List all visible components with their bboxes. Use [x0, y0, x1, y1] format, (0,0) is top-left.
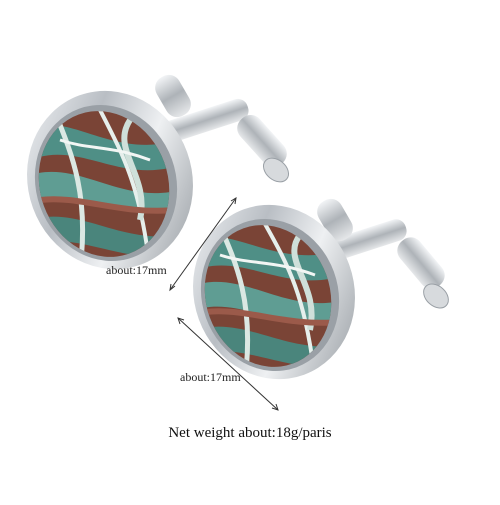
cufflink-right — [193, 198, 449, 381]
dimension-arrow-width — [169, 197, 237, 292]
weight-caption: Net weight about:18g/paris — [168, 425, 332, 441]
width-label: about:17mm — [106, 263, 167, 277]
cufflink-left-toggle — [155, 74, 290, 183]
dimension-arrow-height — [177, 317, 279, 411]
height-label: about:17mm — [180, 370, 241, 384]
cufflink-left — [27, 74, 290, 271]
